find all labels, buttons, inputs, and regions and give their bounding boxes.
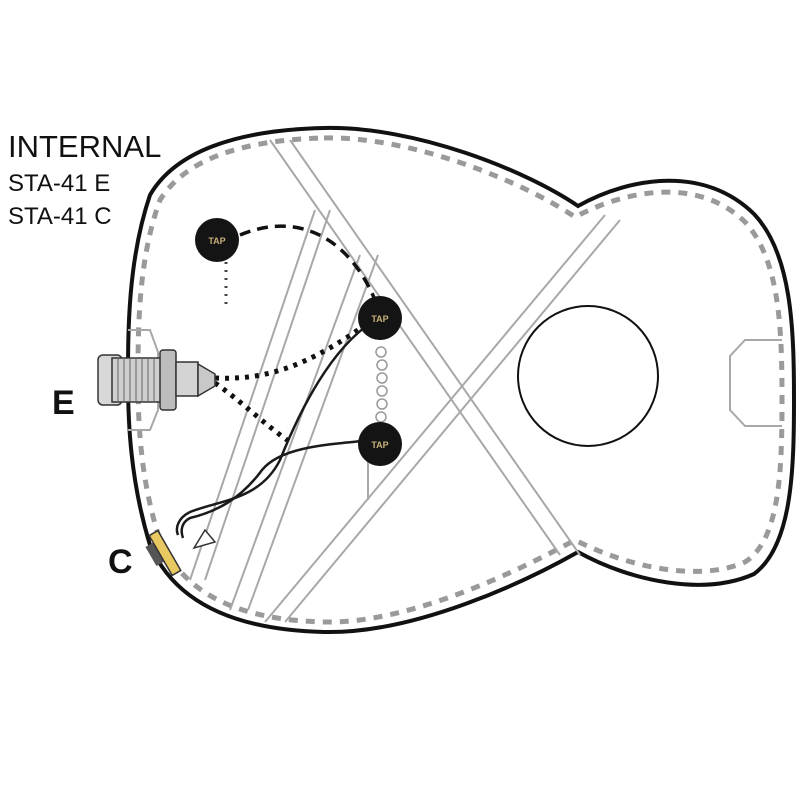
wire-lower [180, 438, 373, 539]
guitar-body [125, 125, 797, 635]
endpin-jack-icon [97, 349, 216, 411]
dotted-run-upper [214, 327, 360, 381]
dashed-arc [239, 224, 377, 301]
tap-sensor-lower: TAP [358, 422, 402, 466]
neck-block [729, 339, 782, 427]
heading-title: INTERNAL [8, 129, 161, 164]
tap-sensor-label: TAP [208, 236, 225, 246]
heading-line-1: STA-41 E [8, 170, 110, 197]
binding-line [135, 135, 785, 625]
soundhole [517, 305, 659, 447]
tap-sensor-label: TAP [371, 440, 388, 450]
heading-line-2: STA-41 C [8, 203, 112, 230]
tap-sensor-upper-left: TAP [195, 218, 239, 262]
label-endpin: E [52, 384, 75, 422]
tap-sensor-middle: TAP [358, 296, 402, 340]
clip-connector-icon [145, 528, 217, 577]
bracing [189, 139, 621, 623]
ring-chain [375, 346, 388, 423]
cable-runs [213, 224, 388, 445]
tap-sensor-label: TAP [371, 314, 388, 324]
label-clip: C [108, 543, 133, 581]
wire-upper [175, 320, 373, 536]
wire-pair [175, 320, 373, 539]
dotted-run-lower [213, 380, 292, 445]
